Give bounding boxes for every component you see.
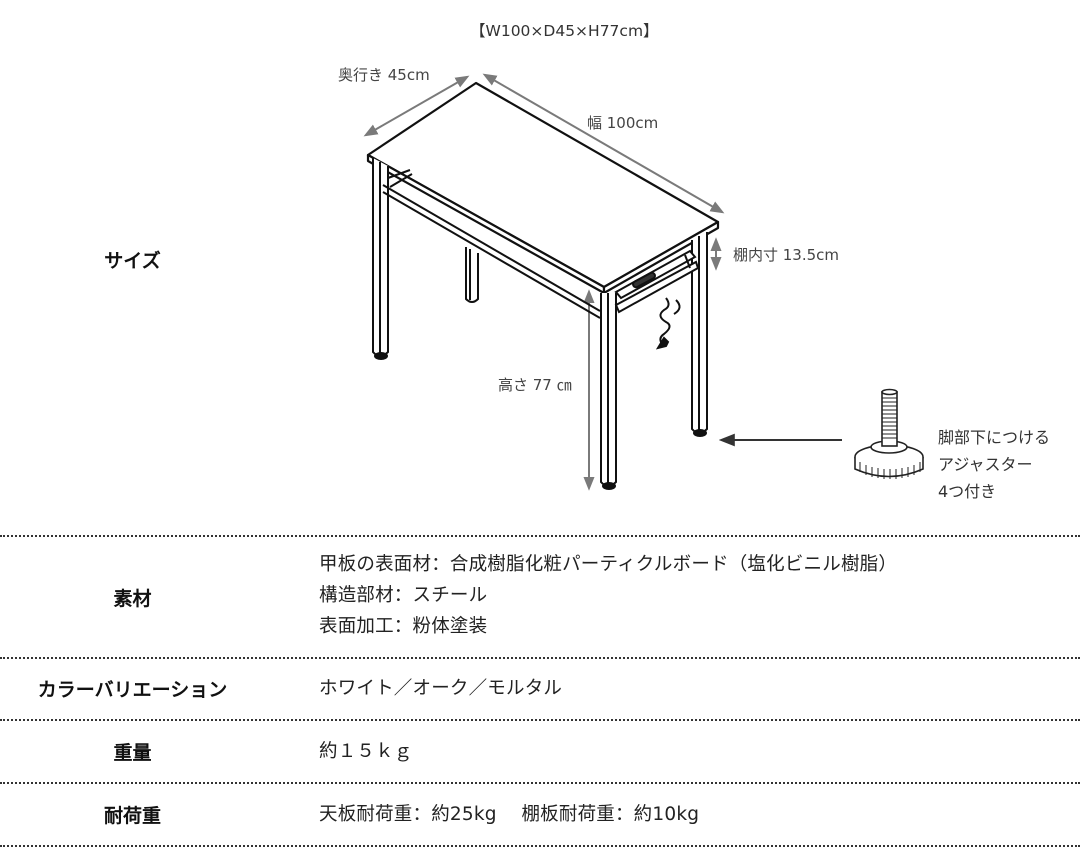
spec-value-material: 甲板の表面材：合成樹脂化粧パーティクルボード（塩化ビニル樹脂） 構造部材：スチー… [319, 549, 897, 642]
row-divider [0, 535, 1080, 537]
row-divider [0, 719, 1080, 721]
adjuster-note-line-3: 4つ付き [938, 482, 997, 501]
width-dimension-arrow [482, 73, 725, 214]
row-divider [0, 845, 1080, 847]
spec-label-colors: カラーバリエーション [37, 679, 228, 701]
adjuster-foot [854, 388, 924, 479]
desk-leg-front-left [372, 158, 389, 360]
spec-value-load-capacity: 天板耐荷重：約25kg 棚板耐荷重：約10kg [319, 804, 700, 825]
desk-top [366, 81, 720, 295]
adjuster-note: 脚部下につける アジャスター 4つ付き [938, 424, 1050, 505]
adjuster-note-line-2: アジャスター [938, 455, 1033, 474]
depth-label: 奥行き 45cm [338, 66, 430, 84]
material-line-1: 甲板の表面材：合成樹脂化粧パーティクルボード（塩化ビニル樹脂） [319, 554, 898, 575]
material-line-3: 表面加工：粉体塗装 [319, 616, 488, 637]
desk-shelf [382, 169, 601, 319]
desk-leg-front-right [600, 293, 617, 490]
size-figure: サイズ 【W100×D45×H77cm】 [104, 22, 1050, 505]
shelf-clearance-label: 棚内寸 13.5cm [733, 246, 840, 264]
spec-label-load-capacity: 耐荷重 [103, 805, 161, 827]
adjuster-note-line-1: 脚部下につける [938, 428, 1051, 447]
desk-leg-back [465, 247, 479, 303]
spec-label-size: サイズ [104, 250, 161, 272]
spec-value-weight: 約１５ｋｇ [319, 741, 413, 762]
spec-label-material: 素材 [113, 588, 152, 610]
row-divider [0, 782, 1080, 784]
height-label: 高さ 77 ㎝ [498, 376, 572, 394]
material-line-2: 構造部材：スチール [319, 585, 488, 606]
spec-value-colors: ホワイト／オーク／モルタル [319, 678, 563, 699]
overall-dimensions: 【W100×D45×H77cm】 [470, 22, 659, 40]
spec-label-weight: 重量 [113, 742, 152, 764]
width-label: 幅 100cm [587, 114, 659, 132]
row-divider [0, 657, 1080, 659]
power-strip [614, 249, 700, 350]
desk-illustration [363, 73, 924, 491]
depth-dimension-arrow [363, 75, 470, 137]
